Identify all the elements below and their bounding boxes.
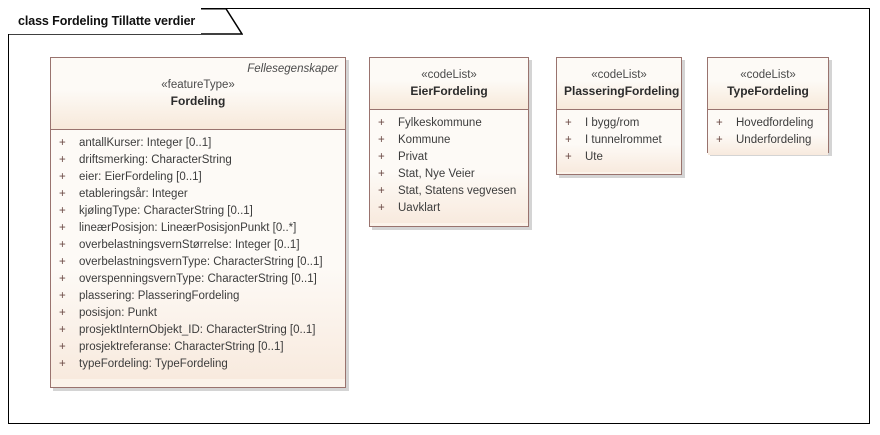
attribute-label: overbelastningsvernStørrelse: Integer [0…	[79, 239, 300, 251]
visibility-marker: +	[716, 134, 723, 146]
visibility-marker: +	[378, 202, 385, 214]
attribute-label: Stat, Statens vegvesen	[398, 185, 517, 197]
attribute-row: + plassering: PlasseringFordeling	[57, 288, 339, 305]
visibility-marker: +	[59, 341, 66, 353]
visibility-marker: +	[59, 256, 66, 268]
attribute-row: + Ute	[563, 149, 675, 166]
visibility-marker: +	[59, 307, 66, 319]
visibility-marker: +	[59, 324, 66, 336]
attribute-row: + I tunnelrommet	[563, 132, 675, 149]
attribute-label: lineærPosisjon: LineærPosisjonPunkt [0..…	[79, 222, 297, 234]
attribute-label: posisjon: Punkt	[79, 307, 157, 319]
attribute-label: Kommune	[398, 134, 451, 146]
visibility-marker: +	[59, 239, 66, 251]
visibility-marker: +	[378, 134, 385, 146]
class-name-fordeling: Fordeling	[170, 94, 226, 108]
attribute-row: + Privat	[376, 149, 522, 166]
stereotype-plasseringfordeling: «codeList»	[591, 69, 647, 81]
diagram-title: class Fordeling Tillatte verdier	[18, 14, 196, 28]
class-header-plasseringfordeling: «codeList» PlasseringFordeling	[557, 58, 681, 110]
attribute-list-fordeling: + antallKurser: Integer [0..1] + driftsm…	[51, 130, 345, 379]
attribute-label: Fylkeskommune	[398, 117, 482, 129]
attribute-row: + overbelastningsvernStørrelse: Integer …	[57, 237, 339, 254]
attribute-label: Privat	[398, 151, 428, 163]
visibility-marker: +	[378, 117, 385, 129]
attribute-label: I tunnelrommet	[585, 134, 662, 146]
attribute-row: + posisjon: Punkt	[57, 305, 339, 322]
class-header-fordeling: Fellesegenskaper «featureType» Fordeling	[51, 58, 345, 130]
visibility-marker: +	[59, 222, 66, 234]
class-box-fordeling[interactable]: Fellesegenskaper «featureType» Fordeling…	[50, 57, 346, 388]
attribute-label: Stat, Nye Veier	[398, 168, 475, 180]
attribute-label: Ute	[585, 151, 603, 163]
attribute-row: + antallKurser: Integer [0..1]	[57, 135, 339, 152]
visibility-marker: +	[59, 205, 66, 217]
attribute-row: + eier: EierFordeling [0..1]	[57, 169, 339, 186]
class-box-typefordeling[interactable]: «codeList» TypeFordeling + Hovedfordelin…	[707, 57, 829, 155]
diagram-title-tab[interactable]: class Fordeling Tillatte verdier	[8, 8, 202, 34]
attribute-label: prosjektInternObjekt_ID: CharacterString…	[79, 324, 316, 336]
attribute-row: + I bygg/rom	[563, 115, 675, 132]
stereotype-fordeling: «featureType»	[161, 79, 235, 91]
visibility-marker: +	[59, 171, 66, 183]
visibility-marker: +	[378, 151, 385, 163]
class-name-eierfordeling: EierFordeling	[410, 84, 488, 98]
visibility-marker: +	[59, 273, 66, 285]
attribute-row: + overspenningsvernType: CharacterString…	[57, 271, 339, 288]
attribute-row: + kjølingType: CharacterString [0..1]	[57, 203, 339, 220]
visibility-marker: +	[378, 168, 385, 180]
attribute-row: + Kommune	[376, 132, 522, 149]
class-name-typefordeling: TypeFordeling	[727, 84, 809, 98]
attribute-label: Uavklart	[398, 202, 441, 214]
attribute-label: Hovedfordeling	[736, 117, 814, 129]
package-label-fordeling: Fellesegenskaper	[247, 63, 338, 75]
attribute-label: plassering: PlasseringFordeling	[79, 290, 240, 302]
visibility-marker: +	[59, 358, 66, 370]
attribute-row: + etableringsår: Integer	[57, 186, 339, 203]
class-box-plasseringfordeling[interactable]: «codeList» PlasseringFordeling + I bygg/…	[556, 57, 682, 175]
attribute-label: etableringsår: Integer	[79, 188, 188, 200]
attribute-label: antallKurser: Integer [0..1]	[79, 137, 212, 149]
visibility-marker: +	[59, 137, 66, 149]
visibility-marker: +	[59, 290, 66, 302]
attribute-label: overbelastningsvernType: CharacterString…	[79, 256, 323, 268]
attribute-row: + typeFordeling: TypeFordeling	[57, 356, 339, 373]
visibility-marker: +	[565, 134, 572, 146]
class-name-plasseringfordeling: PlasseringFordeling	[564, 84, 680, 98]
attribute-list-eierfordeling: + Fylkeskommune + Kommune + Privat + Sta…	[370, 110, 528, 223]
class-box-eierfordeling[interactable]: «codeList» EierFordeling + Fylkeskommune…	[369, 57, 529, 227]
attribute-label: Underfordeling	[736, 134, 812, 146]
visibility-marker: +	[716, 117, 723, 129]
attribute-row: + Hovedfordeling	[714, 115, 822, 132]
attribute-list-typefordeling: + Hovedfordeling + Underfordeling	[708, 110, 828, 155]
attribute-row: + Stat, Statens vegvesen	[376, 183, 522, 200]
attribute-label: I bygg/rom	[585, 117, 640, 129]
visibility-marker: +	[59, 188, 66, 200]
attribute-row: + Stat, Nye Veier	[376, 166, 522, 183]
attribute-row: + Fylkeskommune	[376, 115, 522, 132]
attribute-label: driftsmerking: CharacterString	[79, 154, 232, 166]
visibility-marker: +	[378, 185, 385, 197]
diagram-frame	[8, 8, 870, 424]
attribute-label: typeFordeling: TypeFordeling	[79, 358, 228, 370]
attribute-row: + Underfordeling	[714, 132, 822, 149]
attribute-row: + Uavklart	[376, 200, 522, 217]
stereotype-typefordeling: «codeList»	[740, 69, 796, 81]
attribute-row: + prosjektInternObjekt_ID: CharacterStri…	[57, 322, 339, 339]
class-header-typefordeling: «codeList» TypeFordeling	[708, 58, 828, 110]
attribute-label: prosjektreferanse: CharacterString [0..1…	[79, 341, 284, 353]
visibility-marker: +	[565, 151, 572, 163]
attribute-row: + prosjektreferanse: CharacterString [0.…	[57, 339, 339, 356]
attribute-row: + driftsmerking: CharacterString	[57, 152, 339, 169]
class-header-eierfordeling: «codeList» EierFordeling	[370, 58, 528, 110]
attribute-label: overspenningsvernType: CharacterString […	[79, 273, 317, 285]
visibility-marker: +	[59, 154, 66, 166]
stereotype-eierfordeling: «codeList»	[421, 69, 477, 81]
attribute-list-plasseringfordeling: + I bygg/rom + I tunnelrommet + Ute	[557, 110, 681, 172]
attribute-label: eier: EierFordeling [0..1]	[79, 171, 202, 183]
attribute-row: + lineærPosisjon: LineærPosisjonPunkt [0…	[57, 220, 339, 237]
attribute-label: kjølingType: CharacterString [0..1]	[79, 205, 253, 217]
attribute-row: + overbelastningsvernType: CharacterStri…	[57, 254, 339, 271]
visibility-marker: +	[565, 117, 572, 129]
